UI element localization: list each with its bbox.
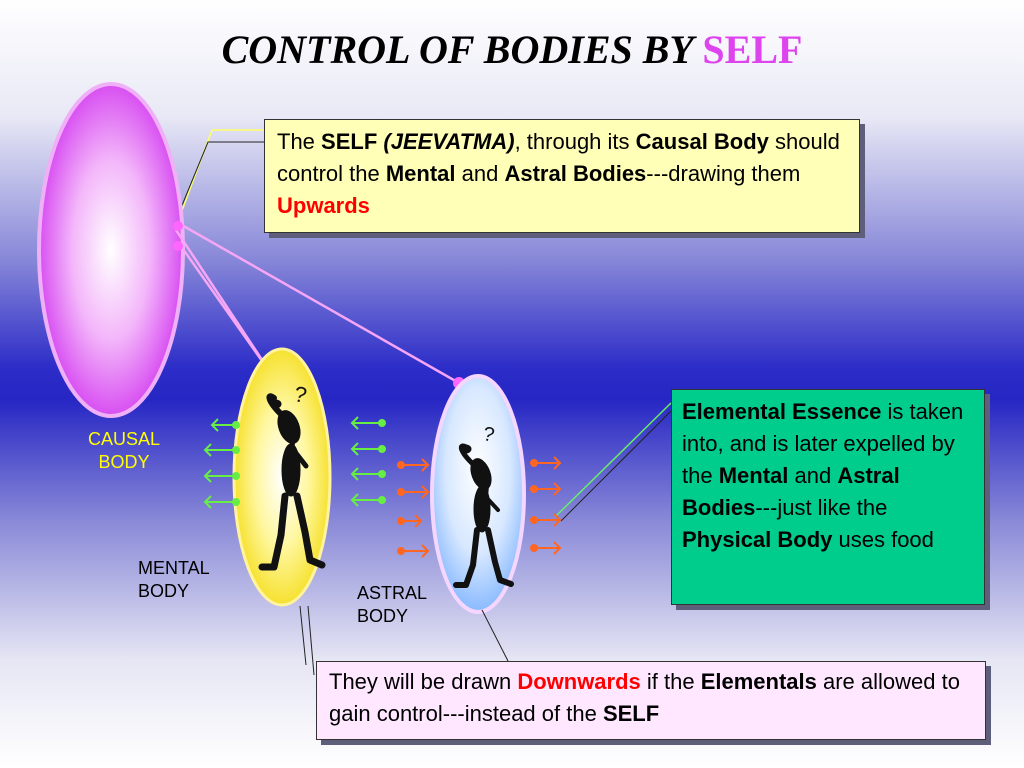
callout-downwards: They will be drawn Downwards if the Elem… <box>316 661 986 740</box>
orange-arrow <box>530 456 562 470</box>
orange-arrow <box>397 458 430 472</box>
orange-arrow <box>397 485 430 499</box>
question-mark-mental: ? <box>292 381 309 408</box>
orange-arrow <box>530 513 562 527</box>
green-arrow <box>350 416 386 430</box>
causal-body <box>37 82 185 418</box>
orange-arrow <box>397 544 430 558</box>
green-arrow <box>203 469 240 483</box>
causal-dot-1 <box>173 221 183 231</box>
connector-causal-top <box>175 129 264 221</box>
orange-arrows-right <box>530 456 562 555</box>
green-arrow <box>203 495 240 509</box>
puzzled-figure-astral: ? <box>453 423 514 588</box>
green-arrow <box>350 493 386 507</box>
question-mark-astral: ? <box>481 423 496 447</box>
orange-arrow <box>397 514 423 528</box>
green-arrows-right <box>350 416 386 507</box>
green-arrow <box>210 418 240 432</box>
title-accent: SELF <box>702 27 803 72</box>
orange-arrow <box>530 482 562 496</box>
green-arrow <box>350 467 386 481</box>
green-arrow <box>350 442 386 456</box>
page-title: CONTROL OF BODIES BY SELF <box>0 26 1024 73</box>
green-arrows-left <box>203 418 240 509</box>
connector-astral-right <box>554 402 672 522</box>
causal-dot-2 <box>173 241 183 251</box>
green-arrow <box>203 443 240 457</box>
callout-self-control: The SELF (JEEVATMA), through its Causal … <box>264 119 860 233</box>
connector-bottom <box>299 605 509 676</box>
orange-arrows-left <box>397 458 430 558</box>
orange-arrow <box>530 541 562 555</box>
title-main: CONTROL OF BODIES BY <box>221 27 693 72</box>
downwards-text: Downwards <box>517 669 641 694</box>
upwards-text: Upwards <box>277 192 370 218</box>
puzzled-figure-mental: ? <box>258 381 326 571</box>
control-lines <box>173 221 465 389</box>
callout-elemental-essence: Elemental Essence is taken into, and is … <box>671 389 985 605</box>
